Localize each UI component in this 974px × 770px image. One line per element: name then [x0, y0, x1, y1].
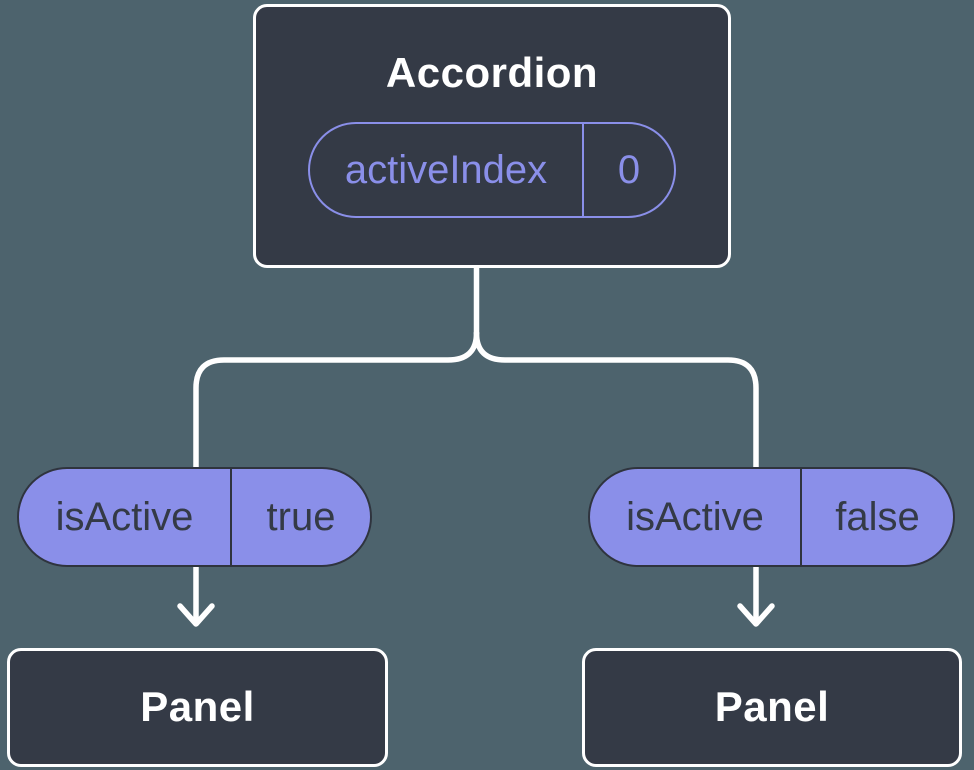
prop-pill-right-value: false — [800, 469, 953, 565]
panel-left-title: Panel — [140, 683, 255, 731]
prop-pill-right: isActive false — [588, 467, 955, 567]
down-arrow-right-icon — [737, 555, 775, 627]
state-pill-value: 0 — [582, 124, 674, 217]
connector-branch-right — [473, 330, 759, 481]
connector-branch-left — [193, 330, 480, 481]
panel-right-title: Panel — [714, 683, 830, 731]
state-pill: activeIndex 0 — [308, 122, 676, 219]
panel-node-left: Panel — [7, 648, 388, 767]
prop-pill-right-name: isActive — [626, 494, 764, 539]
accordion-node: Accordion activeIndex 0 — [253, 4, 731, 268]
prop-pill-left-name: isActive — [55, 494, 194, 539]
down-arrow-left-icon — [177, 555, 215, 627]
accordion-node-title: Accordion — [385, 49, 599, 96]
prop-pill-left: isActive true — [17, 467, 372, 567]
state-pill-name: activeIndex — [344, 147, 548, 192]
prop-pill-left-value: true — [230, 469, 370, 565]
panel-node-right: Panel — [582, 648, 962, 767]
